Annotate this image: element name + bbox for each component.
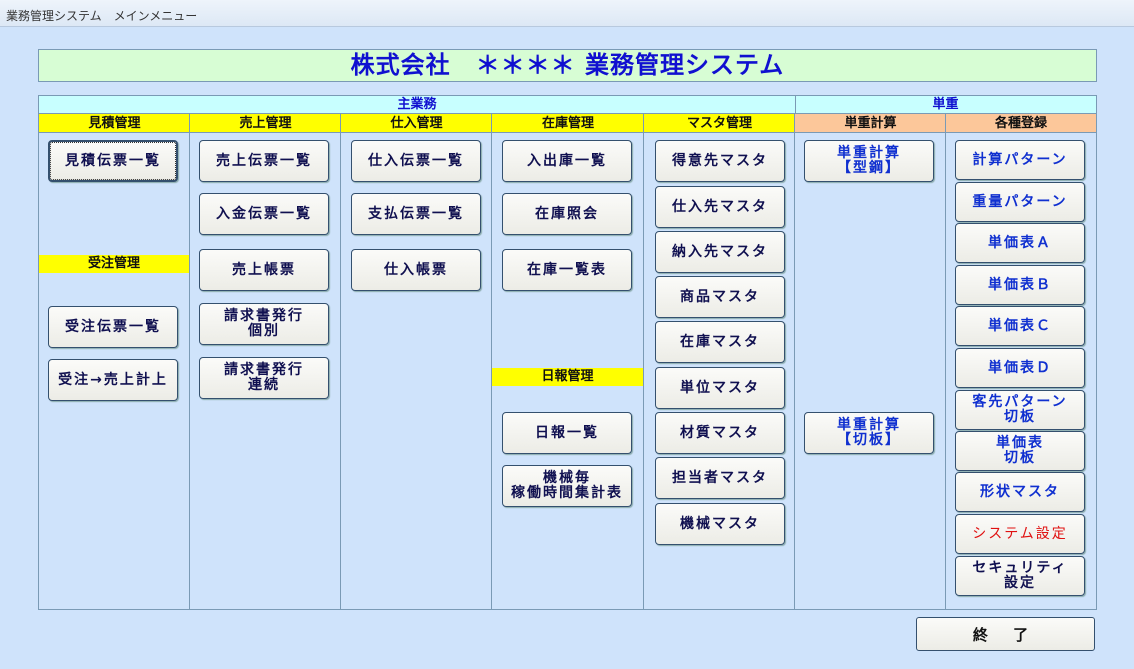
stock-io-list-button[interactable]: 入出庫一覧	[502, 140, 632, 182]
sales-report-button[interactable]: 売上帳票	[199, 249, 329, 291]
purchase-list-button[interactable]: 仕入伝票一覧	[351, 140, 481, 182]
machine-master-button[interactable]: 機械マスタ	[655, 503, 785, 545]
machine-hours-button[interactable]: 機械毎 稼働時間集計表	[502, 465, 632, 507]
divider	[795, 96, 796, 114]
col-header-stock: 在庫管理	[492, 114, 644, 133]
product-master-button[interactable]: 商品マスタ	[655, 276, 785, 318]
unit-calc-section-button[interactable]: 単重計算 【型鋼】	[804, 140, 934, 182]
col-header-master: マスタ管理	[644, 114, 795, 133]
sales-list-button[interactable]: 売上伝票一覧	[199, 140, 329, 182]
price-table-a-button[interactable]: 単価表Ａ	[955, 223, 1085, 263]
unit-master-button[interactable]: 単位マスタ	[655, 367, 785, 409]
col-header-purchase: 仕入管理	[341, 114, 492, 133]
divider	[340, 114, 341, 609]
weight-pattern-button[interactable]: 重量パターン	[955, 182, 1085, 222]
system-settings-button[interactable]: システム設定	[955, 514, 1085, 554]
stock-list-button[interactable]: 在庫一覧表	[502, 249, 632, 291]
delivery-master-button[interactable]: 納入先マスタ	[655, 231, 785, 273]
exit-button[interactable]: 終 了	[916, 617, 1095, 651]
window-title: 業務管理システム メインメニュー	[0, 0, 1134, 27]
divider	[491, 114, 492, 609]
customer-master-button[interactable]: 得意先マスタ	[655, 140, 785, 182]
staff-master-button[interactable]: 担当者マスタ	[655, 457, 785, 499]
purchase-report-button[interactable]: 仕入帳票	[351, 249, 481, 291]
price-table-d-button[interactable]: 単価表Ｄ	[955, 348, 1085, 388]
invoice-batch-button[interactable]: 請求書発行 連続	[199, 357, 329, 399]
invoice-individual-button[interactable]: 請求書発行 個別	[199, 303, 329, 345]
price-table-plate-button[interactable]: 単価表 切板	[955, 431, 1085, 471]
customer-pattern-plate-button[interactable]: 客先パターン 切板	[955, 390, 1085, 430]
col-header-sales: 売上管理	[190, 114, 341, 133]
unit-calc-plate-button[interactable]: 単重計算 【切板】	[804, 412, 934, 454]
page-title: 株式会社 ＊＊＊＊ 業務管理システム	[38, 49, 1097, 82]
shape-master-button[interactable]: 形状マスタ	[955, 472, 1085, 512]
divider	[794, 114, 795, 609]
stock-inquiry-button[interactable]: 在庫照会	[502, 193, 632, 235]
estimate-list-button[interactable]: 見積伝票一覧	[48, 140, 178, 182]
divider	[189, 114, 190, 609]
divider	[643, 114, 644, 609]
col-header-estimate: 見積管理	[39, 114, 190, 133]
menu-grid: 主業務 単重 見積管理 売上管理 仕入管理 在庫管理 マスタ管理 単重計算 各種…	[38, 95, 1097, 610]
daily-report-list-button[interactable]: 日報一覧	[502, 412, 632, 454]
order-to-sales-button[interactable]: 受注→売上計上	[48, 359, 178, 401]
band-daily: 日報管理	[492, 368, 643, 386]
col-header-registration: 各種登録	[946, 114, 1096, 133]
col-header-unitcalc: 単重計算	[795, 114, 946, 133]
order-list-button[interactable]: 受注伝票一覧	[48, 306, 178, 348]
supplier-master-button[interactable]: 仕入先マスタ	[655, 186, 785, 228]
calc-pattern-button[interactable]: 計算パターン	[955, 140, 1085, 180]
group-main: 主業務	[39, 96, 795, 114]
payout-list-button[interactable]: 支払伝票一覧	[351, 193, 481, 235]
group-unit: 単重	[795, 96, 1096, 114]
stock-master-button[interactable]: 在庫マスタ	[655, 321, 785, 363]
price-table-c-button[interactable]: 単価表Ｃ	[955, 306, 1085, 346]
price-table-b-button[interactable]: 単価表Ｂ	[955, 265, 1085, 305]
band-order: 受注管理	[39, 255, 189, 273]
security-settings-button[interactable]: セキュリティ 設定	[955, 556, 1085, 596]
material-master-button[interactable]: 材質マスタ	[655, 412, 785, 454]
divider	[945, 114, 946, 609]
payment-list-button[interactable]: 入金伝票一覧	[199, 193, 329, 235]
